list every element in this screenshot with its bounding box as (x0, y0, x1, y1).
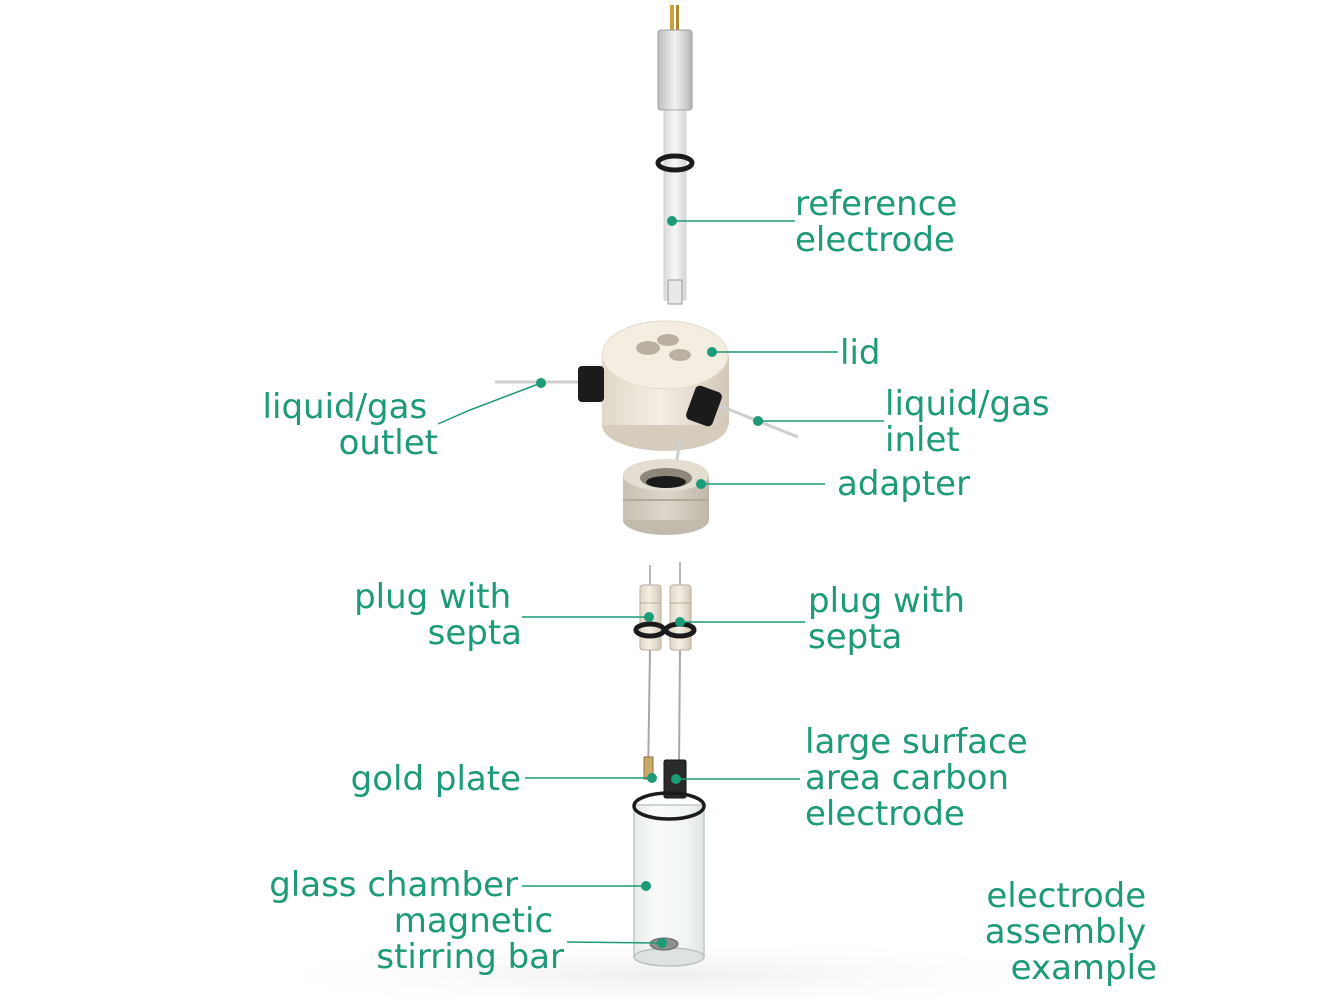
outlet-fitting (495, 366, 604, 402)
label-plug-with-septa-left: plug with septa (354, 577, 522, 653)
label-glass-chamber: glass chamber (269, 865, 518, 905)
adapter (623, 459, 709, 535)
label-liquid-gas-inlet: liquid/gas inlet (885, 384, 1060, 460)
plug-right (663, 562, 697, 766)
label-carbon-electrode: large surface area carbon electrode (805, 722, 1038, 834)
caption: electrode assembly example (985, 876, 1157, 988)
label-plug-with-septa-right: plug with septa (808, 581, 976, 657)
label-liquid-gas-outlet: liquid/gas outlet (263, 387, 438, 463)
leader-dots (536, 216, 763, 948)
label-magnetic-stirring-bar: magnetic stirring bar (376, 901, 564, 977)
label-lid: lid (840, 333, 880, 373)
glass-chamber (632, 791, 706, 967)
floor-shadow (235, 935, 1095, 1000)
leader-lines (437, 220, 884, 944)
lid (601, 320, 729, 451)
reference-electrode (655, 5, 695, 305)
label-reference-electrode: reference electrode (795, 184, 968, 260)
plug-left (633, 565, 667, 781)
label-adapter: adapter (837, 464, 970, 504)
label-gold-plate: gold plate (351, 759, 521, 799)
